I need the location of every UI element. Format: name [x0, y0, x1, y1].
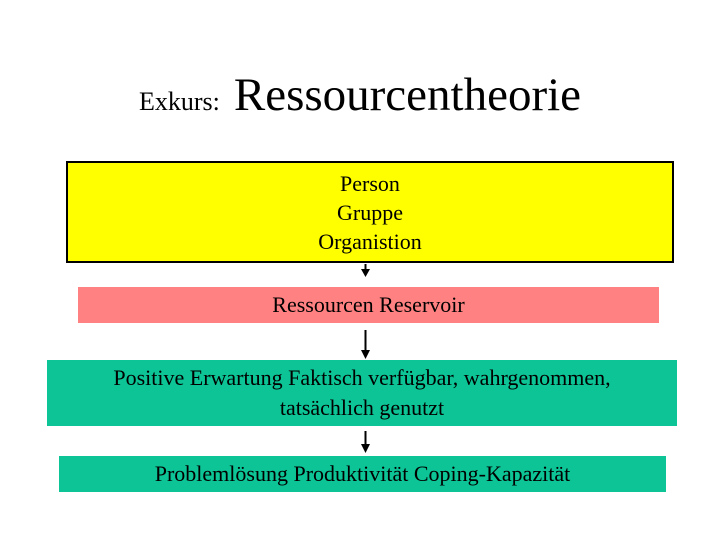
box-availability-line-1: Positive Erwartung Faktisch verfügbar, w…	[113, 365, 611, 390]
down-arrow-icon	[360, 431, 371, 453]
box-levels-line-2: Gruppe	[337, 199, 403, 225]
box-levels-line-3: Organistion	[318, 228, 422, 254]
slide-title: Exkurs: Ressourcentheorie	[0, 68, 720, 122]
box-person-gruppe-organistion: Person Gruppe Organistion	[66, 161, 674, 263]
title-main: Ressourcentheorie	[233, 69, 582, 121]
down-arrow-icon	[360, 264, 371, 277]
box-outcomes-line-1: Problemlösung Produktivität Coping-Kapaz…	[154, 461, 571, 486]
box-ressourcen-reservoir: Ressourcen Reservoir	[78, 287, 659, 323]
box-levels-line-1: Person	[340, 170, 400, 196]
box-availability-line-2: tatsächlich genutzt	[279, 395, 445, 420]
title-prefix: Exkurs:	[138, 87, 220, 116]
box-problemloesung-produktivitaet-coping: Problemlösung Produktivität Coping-Kapaz…	[59, 456, 666, 492]
box-reservoir-line-1: Ressourcen Reservoir	[272, 292, 465, 317]
box-positive-erwartung-verfuegbar: Positive Erwartung Faktisch verfügbar, w…	[47, 360, 677, 426]
down-arrow-icon	[360, 330, 371, 359]
